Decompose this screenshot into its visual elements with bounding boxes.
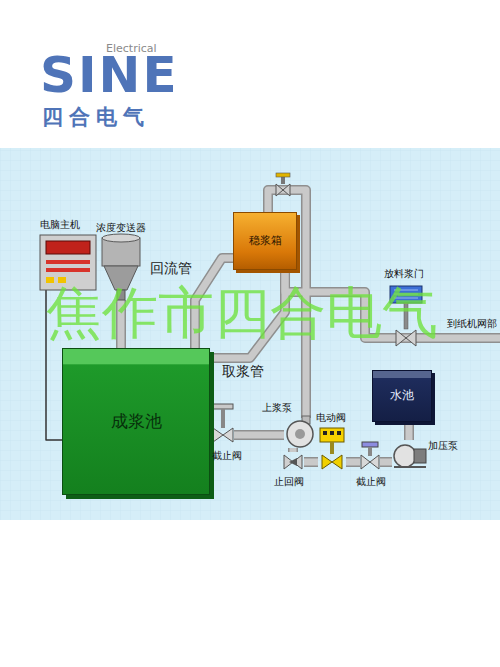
device-label: 电动阀 bbox=[316, 412, 346, 424]
valve-stem bbox=[221, 409, 225, 428]
valve-body bbox=[322, 455, 342, 469]
pipe bbox=[346, 459, 360, 466]
handwheel bbox=[362, 442, 378, 447]
check-valve: 止回阀 bbox=[282, 452, 304, 472]
device-label: 截止阀 bbox=[212, 450, 242, 462]
valve-body bbox=[284, 455, 302, 469]
electric-valve-icon bbox=[320, 428, 344, 469]
pipe-label: 回流管 bbox=[150, 261, 192, 276]
pipe bbox=[406, 422, 413, 440]
device-label: 截止阀 bbox=[356, 476, 386, 488]
water-tank: 水池 bbox=[372, 370, 432, 422]
valve-stem bbox=[330, 442, 334, 454]
device-label: 浓度变送器 bbox=[96, 222, 146, 234]
pipe-outline bbox=[234, 430, 284, 440]
pipe bbox=[234, 432, 284, 439]
panel-grid bbox=[0, 148, 500, 520]
device-label: 放料浆门 bbox=[384, 268, 424, 280]
pipe-outline bbox=[380, 457, 392, 467]
pipe-outline bbox=[210, 430, 212, 440]
pump-hub bbox=[295, 429, 305, 439]
device-label: 电脑主机 bbox=[40, 219, 80, 231]
pipe bbox=[304, 459, 318, 466]
stop-valve: 截止阀 bbox=[212, 422, 234, 446]
pump-base bbox=[394, 466, 426, 468]
actuator-dot bbox=[330, 431, 334, 435]
device-label: 止回阀 bbox=[274, 476, 304, 488]
pipe-outline bbox=[288, 448, 298, 452]
handwheel bbox=[213, 404, 233, 409]
stop-valve: 截止阀 bbox=[360, 452, 380, 472]
computer-display bbox=[46, 241, 90, 254]
booster-pump-icon bbox=[394, 445, 426, 468]
stop-valve-right-icon bbox=[361, 442, 379, 469]
pump-casing bbox=[287, 421, 313, 447]
actuator-dot bbox=[323, 431, 327, 435]
valve-body bbox=[213, 428, 233, 442]
device-label: 加压泵 bbox=[428, 440, 458, 452]
valve-body bbox=[276, 184, 290, 196]
valve-handle bbox=[276, 173, 290, 177]
box-label: 稳浆箱 bbox=[249, 235, 282, 248]
feed-pump-icon bbox=[287, 416, 313, 447]
computer-bar bbox=[46, 268, 90, 272]
booster-pump: 加压泵 bbox=[392, 440, 426, 468]
logo-name: 四合电气 bbox=[42, 106, 150, 129]
pipe-outline bbox=[346, 457, 360, 467]
box-label: 水池 bbox=[390, 389, 414, 403]
actuator-dot bbox=[337, 431, 341, 435]
check-valve-icon bbox=[284, 455, 302, 469]
pipe bbox=[210, 432, 212, 439]
pipe bbox=[380, 459, 392, 466]
valve-stem bbox=[368, 447, 372, 456]
valve-body bbox=[361, 455, 379, 469]
outlet-label: 到纸机网部 bbox=[447, 318, 497, 329]
logo-mark: SINE bbox=[40, 50, 179, 100]
pipe-outline bbox=[304, 457, 318, 467]
pipe-label: 取浆管 bbox=[222, 364, 264, 379]
electric-valve: 电动阀 bbox=[318, 428, 346, 464]
stop-valve-left-icon bbox=[213, 404, 233, 442]
pump-motor bbox=[414, 449, 426, 463]
device-label: 上浆泵 bbox=[262, 402, 292, 414]
stabilizing-tank: 稳浆箱 bbox=[233, 212, 297, 270]
valve-actuator bbox=[320, 428, 344, 442]
transmitter-cap bbox=[102, 234, 140, 242]
watermark: 焦作市四合电气 bbox=[46, 282, 438, 344]
box-label: 成浆池 bbox=[111, 412, 162, 432]
computer-bar bbox=[46, 260, 90, 264]
pipe-outline bbox=[404, 422, 414, 440]
check-mark bbox=[289, 458, 297, 466]
panel-ground bbox=[0, 148, 500, 520]
pipe bbox=[290, 448, 297, 452]
pulp-pool: 成浆池 bbox=[62, 348, 210, 495]
pump-casing bbox=[394, 445, 416, 467]
top-valve-icon bbox=[276, 173, 290, 196]
